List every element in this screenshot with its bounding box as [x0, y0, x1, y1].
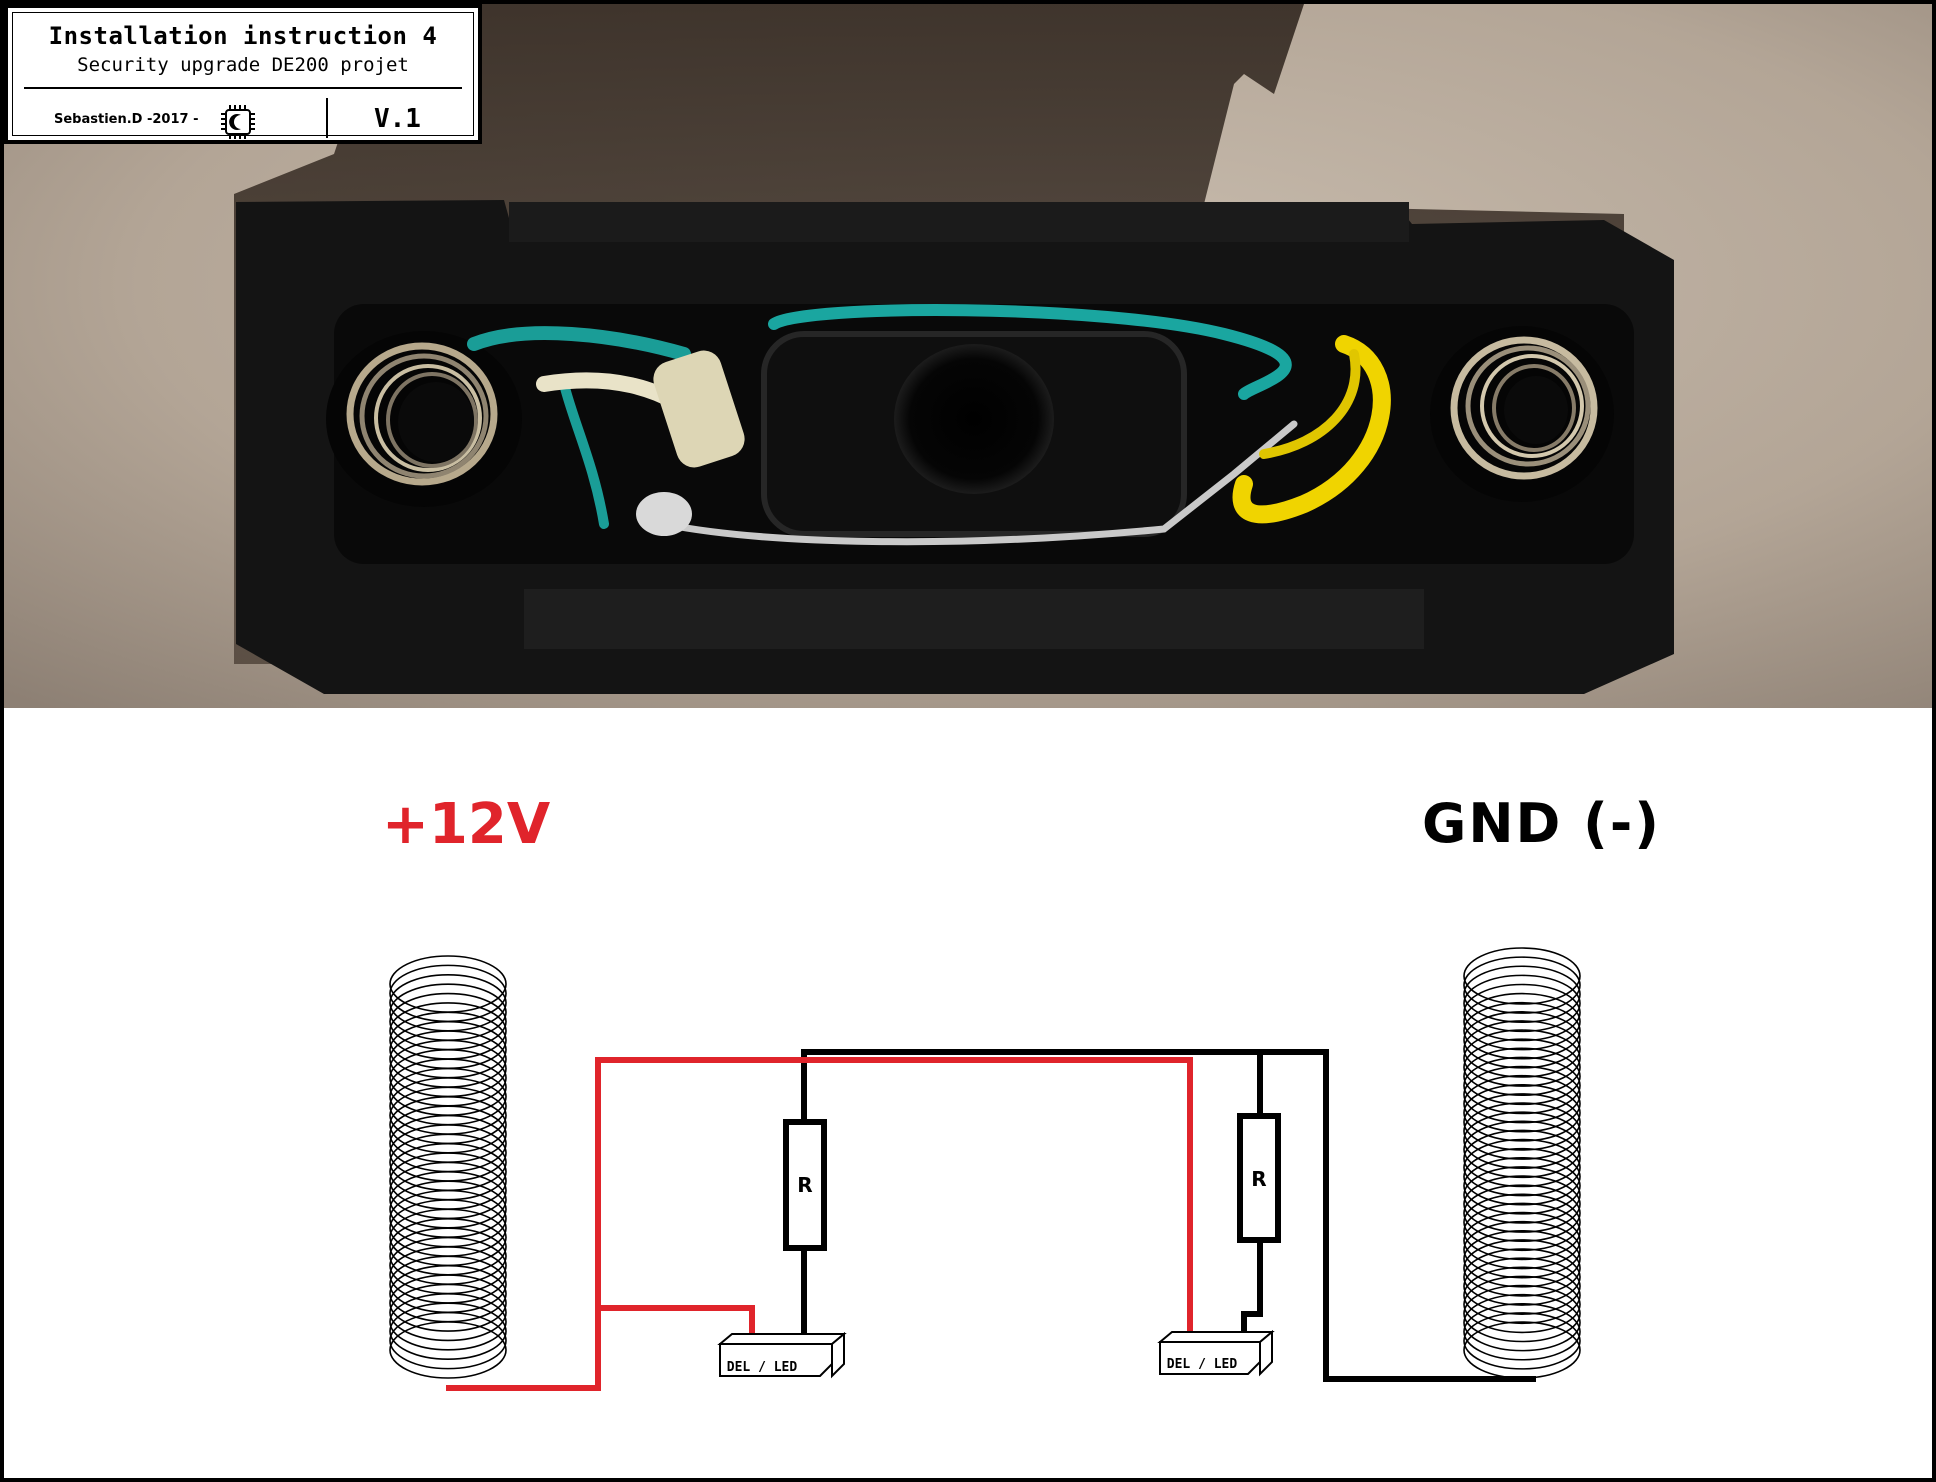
positive-wire — [446, 1057, 1193, 1391]
spring-coil — [1463, 992, 1581, 1051]
spring-coil — [1463, 1266, 1581, 1325]
spring-coil — [1463, 1248, 1581, 1306]
right-spring — [1430, 326, 1614, 502]
device-photo — [4, 4, 1932, 708]
spring-coil — [389, 1321, 507, 1379]
green-wire-top — [768, 304, 1292, 400]
spring-coil — [1463, 947, 1581, 1005]
spring-coil — [1463, 1220, 1581, 1279]
spring-coil — [389, 1293, 507, 1351]
chip-moon-logo-icon — [221, 105, 255, 139]
spring-coil — [1463, 1257, 1581, 1315]
led-right: DEL / LED — [1157, 1329, 1275, 1377]
spring-coil — [1463, 1312, 1581, 1370]
white-heatshrink — [653, 350, 745, 468]
title-block-separator — [326, 98, 328, 138]
spring-coil — [389, 1311, 507, 1370]
green-wire-left-b — [559, 379, 609, 529]
spring-coil — [1463, 1065, 1581, 1124]
spring-coil — [1463, 1239, 1581, 1297]
title-block-author: Sebastien.D -2017 - — [54, 112, 199, 127]
spring-coil — [1463, 1074, 1581, 1133]
spring-coil — [389, 1283, 507, 1342]
spring-coil — [1463, 974, 1581, 1033]
spring-coil — [1463, 1193, 1581, 1252]
title-block-divider — [24, 87, 462, 89]
title-block: Installation instruction 4 Security upgr… — [4, 4, 482, 144]
ground-wire — [801, 1049, 1536, 1382]
resistor-right: R — [1237, 1113, 1281, 1243]
left-spring — [326, 331, 522, 507]
spring-coil — [1463, 1138, 1581, 1197]
right-spring-icon — [1463, 947, 1581, 1379]
spring-coil — [1463, 1302, 1581, 1361]
spring-coil — [1463, 1093, 1581, 1151]
spring-coil — [1463, 1029, 1581, 1087]
ground-wire-right-lower — [1241, 1240, 1263, 1339]
spring-coil — [1463, 1202, 1581, 1261]
ground-label: GND (-) — [1422, 792, 1661, 855]
spring-coil — [1463, 1229, 1581, 1288]
spring-coil — [1463, 1011, 1581, 1069]
green-wire-left-a — [467, 326, 691, 361]
resistor-right-label: R — [1251, 1167, 1266, 1191]
spring-coil — [1463, 1084, 1581, 1142]
spring-coil — [1463, 956, 1581, 1014]
spring-coil — [1463, 1047, 1581, 1106]
spring-coil — [1463, 1129, 1581, 1188]
silver-lead — [660, 420, 1298, 546]
spring-coil — [1463, 1293, 1581, 1352]
led-right-label: DEL / LED — [1167, 1357, 1238, 1372]
spring-coil — [1463, 1120, 1581, 1179]
spring-coil — [389, 1274, 507, 1332]
positive-wire-main — [446, 1057, 1193, 1391]
positive-wire-led-branch — [598, 1305, 755, 1342]
white-led-lead — [636, 492, 692, 536]
spring-coil — [1463, 1184, 1581, 1242]
spring-coil — [1463, 1175, 1581, 1233]
housing-top-rim — [509, 202, 1409, 242]
spring-coil — [1463, 1056, 1581, 1115]
yellow-wire — [1232, 335, 1391, 524]
spring-coil — [1463, 1038, 1581, 1097]
spring-coil — [1463, 1020, 1581, 1078]
resistor-left: R — [783, 1119, 827, 1251]
center-hole — [894, 344, 1054, 494]
spring-coil — [1463, 1111, 1581, 1169]
ground-wire-top — [801, 1049, 1536, 1382]
spring-coil — [1463, 1284, 1581, 1343]
spring-coil — [1463, 1275, 1581, 1334]
spring-coil — [1463, 965, 1581, 1024]
spring-coil — [1463, 1166, 1581, 1224]
spring-coil — [1463, 1211, 1581, 1270]
spring-coil — [1463, 1102, 1581, 1160]
title-block-frame — [12, 12, 474, 136]
left-spring-icon — [389, 955, 507, 1379]
spring-coil — [389, 1302, 507, 1361]
spring-coil — [1463, 1157, 1581, 1215]
title-block-version: V.1 — [374, 104, 421, 134]
title-block-subtitle: Security upgrade DE200 projet — [77, 54, 409, 76]
led-left: DEL / LED — [717, 1331, 847, 1379]
housing-bottom-rim — [524, 589, 1424, 649]
title-block-title: Installation instruction 4 — [48, 22, 438, 50]
spring-coil — [1463, 1147, 1581, 1206]
spring-coil — [1463, 1001, 1581, 1060]
resistor-left-label: R — [797, 1173, 812, 1197]
yellow-wire-b — [1259, 349, 1361, 459]
wiring-schematic: R R DEL / LED DEL / LED — [389, 947, 1581, 1391]
led-left-label: DEL / LED — [727, 1360, 798, 1375]
spring-coil — [1463, 983, 1581, 1042]
positive-label: +12V — [382, 792, 551, 857]
